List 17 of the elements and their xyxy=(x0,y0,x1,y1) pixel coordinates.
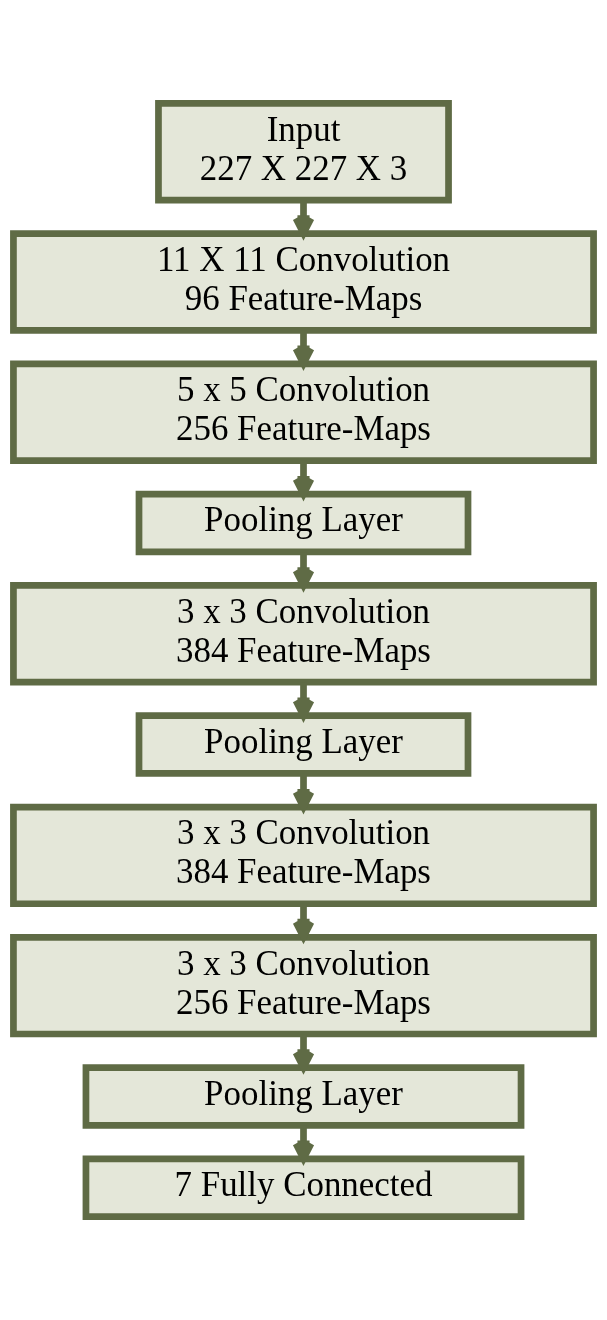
arrow xyxy=(292,200,315,238)
node-box: 3 x 3 Convolution 384 Feature-Maps xyxy=(10,582,597,686)
arrow xyxy=(292,682,315,720)
node-box: 7 Fully Connected xyxy=(82,1155,525,1220)
node-box: 11 X 11 Convolution 96 Feature-Maps xyxy=(10,230,597,334)
node-box: 3 x 3 Convolution 256 Feature-Maps xyxy=(10,933,597,1038)
arrow xyxy=(292,330,315,368)
node-box: Pooling Layer xyxy=(135,490,472,556)
arrow xyxy=(292,903,315,941)
arrow xyxy=(292,1034,315,1072)
node-box: 5 x 5 Convolution 256 Feature-Maps xyxy=(10,360,597,464)
node-box: 3 x 3 Convolution 384 Feature-Maps xyxy=(10,803,597,908)
arrow xyxy=(292,552,315,590)
node-box: Input 227 X 227 X 3 xyxy=(155,100,452,204)
node-box: Pooling Layer xyxy=(82,1064,525,1129)
arrow xyxy=(292,1125,315,1163)
node-box: Pooling Layer xyxy=(135,712,472,777)
